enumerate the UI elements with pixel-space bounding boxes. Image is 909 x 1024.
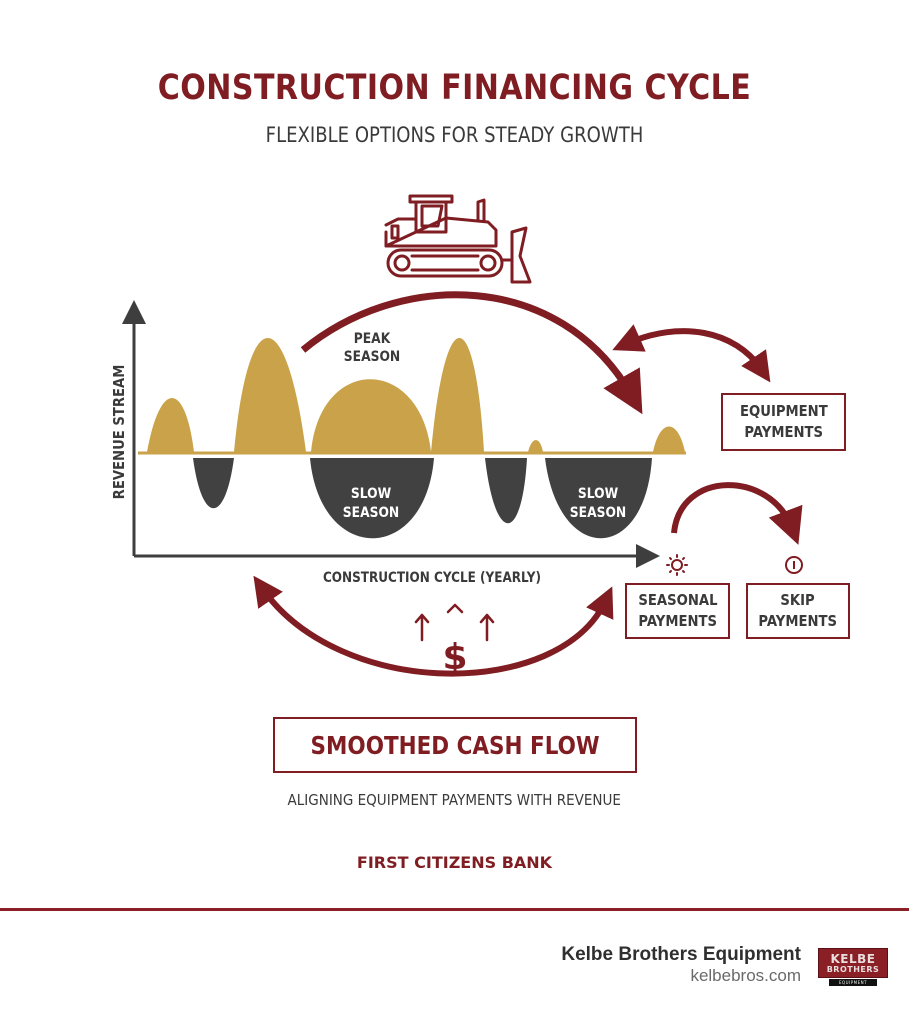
page-title: CONSTRUCTION FINANCING CYCLE [157, 68, 752, 108]
slow-season-label-1: SLOW [578, 486, 619, 502]
peak-season-label-1: PEAK [354, 331, 391, 347]
slow-season-label-2: SEASON [570, 505, 626, 521]
skip-payments-line2: PAYMENTS [758, 612, 838, 630]
equipment-payments-line2: PAYMENTS [744, 423, 823, 441]
dollar-with-up-arrows-icon: $ [414, 603, 495, 678]
equipment-payments-line1: EQUIPMENT [739, 402, 828, 420]
slow-season-label-1: SLOW [351, 486, 392, 502]
logo-line3: EQUIPMENT [829, 979, 877, 986]
bank-name: FIRST CITIZENS BANK [356, 853, 553, 872]
arrow-seasonal-to-skip [671, 482, 803, 545]
sun-icon [666, 554, 688, 576]
peak-hump [147, 398, 194, 452]
tagline-text: ALIGNING EQUIPMENT PAYMENTS WITH REVENUE [287, 791, 622, 809]
logo-plate: KELBE BROTHERS [818, 948, 888, 978]
peak-hump [234, 338, 306, 452]
seasonal-payments-line2: PAYMENTS [638, 612, 717, 630]
logo-line2: BROTHERS [826, 964, 880, 974]
equipment-payments-box: EQUIPMENT PAYMENTS [721, 393, 846, 451]
bulldozer-icon [384, 194, 532, 284]
arrow-cash-cycle [253, 575, 614, 677]
peak-hump [653, 426, 685, 452]
seasonal-payments-line1: SEASONAL [637, 591, 718, 609]
seasonal-payments-box: SEASONAL PAYMENTS [625, 583, 730, 639]
svg-text:$: $ [442, 637, 467, 678]
x-axis-label: CONSTRUCTION CYCLE (YEARLY) [323, 570, 541, 586]
skip-payments-line1: SKIP [780, 591, 816, 609]
company-url[interactable]: kelbebros.com [690, 966, 801, 985]
company-logo: KELBE BROTHERS EQUIPMENT [818, 948, 888, 986]
arrow-peak-to-payments [300, 291, 643, 415]
peak-hump [311, 379, 431, 452]
smoothed-cash-flow-label: SMOOTHED CASH FLOW [310, 730, 600, 760]
page-subtitle: FLEXIBLE OPTIONS FOR STEADY GROWTH [265, 123, 644, 147]
slow-trough [193, 458, 234, 509]
slow-trough [485, 458, 527, 524]
arrow-double-equipment [612, 324, 771, 383]
peak-hump [431, 338, 484, 452]
slow-trough [545, 458, 652, 539]
y-axis-label: REVENUE STREAM [111, 365, 128, 500]
footer-divider [0, 908, 909, 911]
peak-hump [528, 440, 543, 452]
tagline: ALIGNING EQUIPMENT PAYMENTS WITH REVENUE [0, 791, 909, 809]
logo-line1: KELBE [830, 951, 876, 966]
pause-circle-icon [785, 556, 803, 574]
slow-trough [310, 458, 434, 539]
company-name: Kelbe Brothers Equipment [561, 944, 801, 965]
slow-season-label-2: SEASON [343, 505, 399, 521]
peak-season-label-2: SEASON [344, 349, 400, 365]
smoothed-cash-flow-box: SMOOTHED CASH FLOW [273, 717, 637, 773]
skip-payments-box: SKIP PAYMENTS [746, 583, 850, 639]
